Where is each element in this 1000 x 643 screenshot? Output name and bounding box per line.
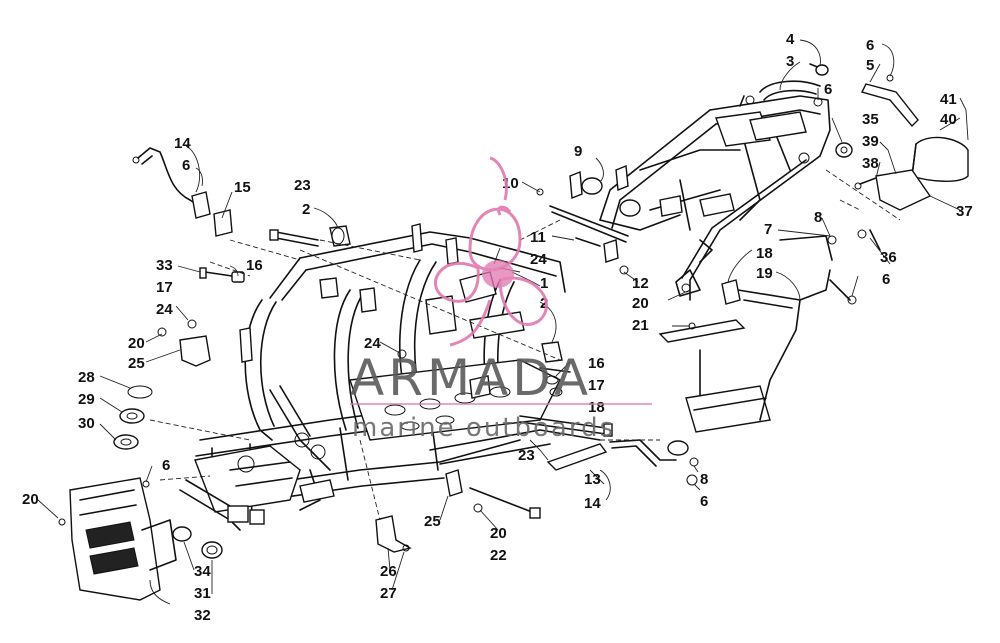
part-23-rod [519, 415, 613, 437]
label-9: 9 [574, 143, 582, 160]
watermark: ARMADA marine outboards [350, 156, 652, 443]
part-25-bracket [157, 319, 211, 367]
label-8-bottom: 8 [700, 471, 708, 488]
label-14-top: 14 [174, 135, 191, 152]
watermark-tagline: marine outboards [352, 413, 615, 443]
front-bumper [58, 477, 223, 601]
label-18-footrest: 18 [756, 245, 773, 262]
label-2-right: 2 [540, 295, 548, 312]
label-14-bottom: 14 [584, 495, 601, 512]
label-37: 37 [956, 203, 973, 220]
label-27: 27 [380, 585, 397, 602]
label-21: 21 [632, 317, 649, 334]
part-14-bar [132, 147, 233, 237]
label-34: 34 [194, 563, 211, 580]
part-3-6-top [809, 63, 919, 128]
part-22-bolt [445, 469, 541, 519]
label-6-left: 6 [162, 457, 170, 474]
label-41: 41 [940, 91, 957, 108]
label-2-top: 2 [302, 201, 310, 218]
label-20-bottom: 20 [490, 525, 507, 542]
label-23-top: 23 [294, 177, 311, 194]
part-23-bolt [269, 225, 351, 247]
label-38: 38 [862, 155, 879, 172]
label-6-right-mid: 6 [882, 271, 890, 288]
label-4: 4 [786, 31, 795, 48]
label-6-top-left: 6 [182, 157, 190, 174]
label-39: 39 [862, 133, 879, 150]
label-24-right: 24 [530, 251, 547, 268]
label-28: 28 [78, 369, 95, 386]
label-20-left: 20 [128, 335, 145, 352]
label-29: 29 [78, 391, 95, 408]
part-9-12 [536, 165, 641, 275]
label-25-left: 25 [128, 355, 145, 372]
label-6-bottom: 6 [700, 493, 708, 510]
label-1: 1 [540, 275, 548, 292]
label-23-right: 23 [518, 447, 535, 464]
part-number-labels: 14 6 15 23 2 33 16 17 24 20 25 28 29 30 … [22, 31, 973, 624]
part-33-bolt [199, 267, 245, 283]
label-36: 36 [880, 249, 897, 266]
watermark-logo-icon [434, 156, 548, 347]
label-3: 3 [786, 53, 794, 70]
footrest [658, 235, 857, 433]
part-16-18-right [539, 341, 571, 397]
label-19: 19 [756, 265, 773, 282]
label-6-top-right: 6 [866, 37, 874, 54]
dashed-alignment-lines [149, 169, 901, 521]
label-16-left: 16 [246, 257, 263, 274]
watermark-brand: ARMADA [350, 349, 592, 407]
label-13: 13 [584, 471, 601, 488]
label-6-top-right-sub: 6 [824, 81, 832, 98]
label-12: 12 [632, 275, 649, 292]
label-15: 15 [234, 179, 251, 196]
part-26-27 [375, 515, 412, 553]
label-17-left: 17 [156, 279, 173, 296]
label-30: 30 [78, 415, 95, 432]
part-24-center [397, 349, 407, 359]
seat-assembly [835, 136, 969, 251]
label-26: 26 [380, 563, 397, 580]
main-frame [179, 223, 601, 531]
label-24-left: 24 [156, 301, 173, 318]
label-11: 11 [530, 229, 546, 246]
label-20-footrest: 20 [632, 295, 649, 312]
label-40: 40 [940, 111, 957, 128]
watermark-logo-dot [482, 260, 514, 288]
label-20-bottom-left: 20 [22, 491, 39, 508]
label-25-bottom: 25 [424, 513, 441, 530]
label-22: 22 [490, 547, 507, 564]
label-17-right: 17 [588, 377, 605, 394]
label-8-right: 8 [814, 209, 822, 226]
label-16-right: 16 [588, 355, 605, 372]
part-28-30-rings [113, 385, 153, 450]
part-13-lever [546, 439, 699, 486]
label-5: 5 [866, 57, 874, 74]
label-35: 35 [862, 111, 879, 128]
label-32: 32 [194, 607, 211, 624]
label-33: 33 [156, 257, 173, 274]
label-7: 7 [764, 221, 772, 238]
rear-subframe [599, 80, 831, 301]
label-31: 31 [194, 585, 211, 602]
label-24-center: 24 [364, 335, 381, 352]
